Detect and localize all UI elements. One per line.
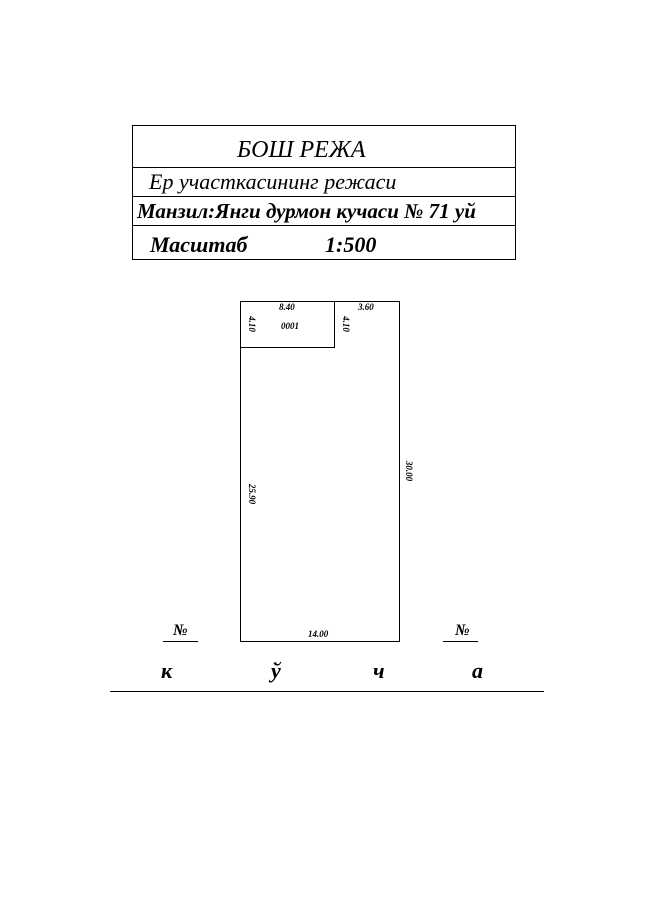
title-row: БОШ РЕЖА [133, 126, 515, 168]
street-letter: ч [373, 658, 385, 683]
scale-row: Масштаб 1:500 [133, 226, 515, 261]
dim-building-top: 8.40 [279, 302, 295, 312]
address-text: Манзил:Янги дурмон кучаси № 71 уй [137, 199, 476, 223]
street-letter: а [472, 658, 483, 683]
dim-bottom-side: 14.00 [308, 629, 329, 639]
scale-value: 1:500 [325, 232, 377, 257]
dim-left-side: 25.90 [247, 483, 257, 505]
title-block: БОШ РЕЖА Ер участкасининг режаси Манзил:… [132, 125, 516, 260]
plan-heading: БОШ РЕЖА [237, 137, 366, 163]
dim-right-side: 30.00 [404, 460, 414, 482]
subtitle-row: Ер участкасининг режаси [133, 168, 515, 197]
building-outline [240, 301, 335, 348]
dim-building-right: 4.10 [341, 315, 351, 332]
house-number-left: № [173, 622, 188, 639]
plot-boundary [240, 301, 400, 642]
street-letter: к [161, 658, 173, 683]
house-number-right: № [455, 622, 470, 639]
dim-top-right: 3.60 [357, 302, 374, 312]
street-letter: ў [271, 658, 281, 683]
building-id: 0001 [281, 321, 299, 331]
plot-subtitle: Ер участкасининг режаси [149, 169, 397, 194]
scale-label: Масштаб [150, 232, 248, 257]
address-row: Манзил:Янги дурмон кучаси № 71 уй [133, 197, 515, 226]
dim-building-left: 4.10 [247, 315, 257, 332]
